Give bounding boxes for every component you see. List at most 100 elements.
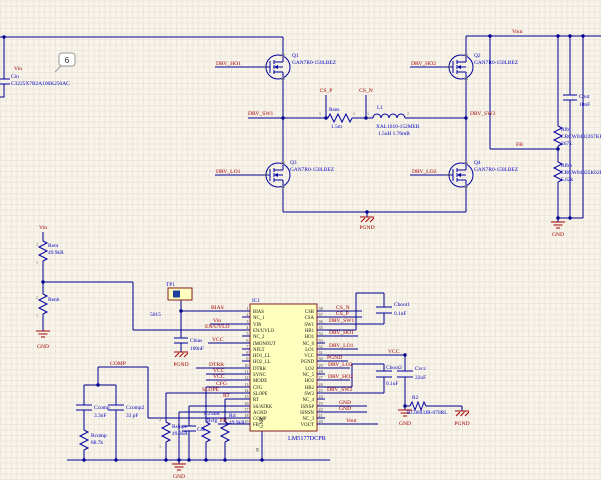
- net-label-vcc-pin11[interactable]: VCC: [213, 368, 225, 374]
- power-label-pgnd-main[interactable]: PGND: [359, 225, 374, 231]
- net-label-vin-top[interactable]: Vin: [14, 66, 22, 72]
- net-label-cs-n[interactable]: CS_N: [359, 88, 373, 94]
- power-stage-wires[interactable]: [0, 35, 601, 222]
- net-label-fb-divider[interactable]: FB: [516, 142, 523, 148]
- net-label-cfg[interactable]: CFG: [216, 381, 227, 387]
- cout-capacitor[interactable]: [563, 94, 577, 101]
- r2-resistor[interactable]: [409, 400, 427, 412]
- net-label-drv-lo2[interactable]: DRV_LO2: [412, 169, 437, 175]
- ic-pin-num-27: 27: [319, 375, 323, 380]
- cbias-capacitor[interactable]: [174, 337, 188, 344]
- net-label-drv-ho1[interactable]: DRV_HO1: [216, 61, 241, 67]
- ic-pin-num-2: 2: [246, 312, 248, 317]
- compile-mask-balloon[interactable]: 6: [54, 52, 76, 73]
- power-label-vin-mid[interactable]: Vin: [39, 225, 47, 231]
- net-label-vcc-pin6[interactable]: VCC: [212, 337, 224, 343]
- net-label-en-uvlo[interactable]: EN/UVLO: [205, 324, 230, 330]
- net-label-vout-rail[interactable]: Vout: [512, 29, 523, 35]
- net-label-cs-n-pin38[interactable]: CS_N: [336, 305, 350, 311]
- ic-pin-name-lo1: LO1: [305, 348, 314, 353]
- rfbt-resistor[interactable]: [552, 125, 564, 147]
- net-label-cs-p[interactable]: CS_P: [320, 88, 333, 94]
- power-label-pgnd-cbias[interactable]: PGND: [173, 362, 188, 368]
- power-label-vcc-pin31[interactable]: VCC: [388, 349, 400, 355]
- q4-gan-fet[interactable]: [447, 161, 474, 189]
- designator-tp1: TP1: [166, 282, 175, 288]
- power-label-gnd-divider[interactable]: GND: [552, 232, 564, 238]
- net-label-dtrk[interactable]: DTRK: [209, 362, 224, 368]
- l1-inductor[interactable]: [372, 113, 406, 119]
- net-label-pgnd-pin30[interactable]: PGND: [327, 355, 342, 361]
- ic-pin-name-ho1-ll: HO1_LL: [253, 354, 271, 359]
- rent-resistor[interactable]: [37, 240, 49, 262]
- net-label-fb-pin19[interactable]: FB: [220, 418, 227, 424]
- ic-pin-num-39: 39: [255, 448, 260, 452]
- q3-gan-fet[interactable]: [264, 161, 291, 189]
- junction-dot: [177, 458, 181, 462]
- ic-pin-name-nc-2: NC_2: [253, 335, 265, 340]
- designator-renb: Renb: [48, 297, 60, 303]
- cboot2-capacitor[interactable]: [376, 370, 392, 378]
- net-label-drv-lo1-pin32[interactable]: DRV_LO1: [329, 343, 354, 349]
- ic-right-wires[interactable]: [325, 292, 463, 425]
- css-capacitor[interactable]: [182, 425, 196, 432]
- net-label-bias[interactable]: BIAS: [211, 305, 224, 311]
- rsns-resistor[interactable]: [327, 112, 353, 124]
- enable-divider-wires[interactable]: [42, 232, 242, 331]
- cboot1-capacitor[interactable]: [376, 306, 392, 314]
- ic-pin-name-nc-4: NC_4: [303, 398, 315, 403]
- power-label-gnd-r2[interactable]: GND: [399, 421, 411, 427]
- net-label-gnd-pin23[interactable]: GND: [339, 400, 351, 406]
- gan-fets[interactable]: [264, 53, 474, 189]
- net-label-drv-lo1[interactable]: DRV_LO1: [216, 169, 241, 175]
- ic-pin-name-agnd: AGND: [253, 411, 267, 416]
- junction-dot: [403, 404, 407, 408]
- cvcc-capacitor[interactable]: [397, 370, 413, 378]
- power-label-pgnd-r2[interactable]: PGND: [454, 421, 469, 427]
- rslope-resistor[interactable]: [160, 421, 172, 443]
- ccomp-capacitor[interactable]: [76, 404, 92, 411]
- net-label-drv-sw1-pin36[interactable]: DRV_SW1: [329, 318, 355, 324]
- net-label-drv-sw2[interactable]: DRV_SW2: [470, 111, 496, 117]
- q1-gan-fet[interactable]: [264, 53, 291, 81]
- net-label-vin-pin3[interactable]: Vin: [213, 318, 221, 324]
- ccomp2-capacitor[interactable]: [108, 404, 124, 411]
- net-label-rt[interactable]: RT: [223, 393, 230, 399]
- net-label-slope[interactable]: SLOPE: [202, 387, 220, 393]
- net-label-drv-sw1[interactable]: DRV_SW1: [248, 111, 274, 117]
- designator-l1: L1: [377, 105, 383, 111]
- ic1-component[interactable]: [249, 303, 318, 432]
- renb-resistor[interactable]: [37, 293, 49, 315]
- net-label-comp[interactable]: COMP: [110, 361, 126, 367]
- q2-gan-fet[interactable]: [447, 53, 474, 81]
- net-label-drv-sw2-pin25[interactable]: DRV_SW2: [327, 387, 353, 393]
- net-label-drv-lo2-pin29[interactable]: DRV_LO2: [328, 362, 353, 368]
- net-label-gnd-pin22[interactable]: GND: [339, 406, 351, 412]
- net-label-vout-pin20[interactable]: Vout: [346, 418, 357, 424]
- cin-capacitor[interactable]: [0, 78, 10, 85]
- junction-dot: [556, 216, 560, 220]
- ic-pin-name-vcc: VCC: [304, 354, 314, 359]
- rcomp-resistor[interactable]: [78, 429, 90, 451]
- ic-pin-name-bias: BIAS: [253, 310, 264, 315]
- net-label-drv-ho1-pin34[interactable]: DRV_HO1: [329, 330, 354, 336]
- rfbb-resistor[interactable]: [552, 161, 564, 183]
- net-label-drv-ho2[interactable]: DRV_HO2: [411, 61, 436, 67]
- pgnd-symbol: [455, 410, 470, 417]
- net-label-vcc-pin12[interactable]: VCC: [213, 374, 225, 380]
- rrt-resistor[interactable]: [219, 421, 231, 443]
- tp1-testpoint[interactable]: [167, 287, 193, 301]
- power-label-gnd-left[interactable]: GND: [37, 344, 49, 350]
- net-label-drv-ho2-pin27[interactable]: DRV_HO2: [328, 374, 353, 380]
- pin-end-marker: [281, 185, 285, 189]
- pin2-renb: 2: [36, 295, 38, 300]
- designator-rslope: Rslope: [172, 424, 188, 430]
- gnd-symbols[interactable]: [36, 216, 565, 471]
- designator-rcomp: Rcomp: [91, 433, 107, 439]
- rcfg-resistor[interactable]: [200, 421, 212, 443]
- net-label-cs-p-pin37[interactable]: CS_P: [336, 311, 349, 317]
- power-label-gnd-bottom[interactable]: GND: [173, 474, 185, 480]
- ic-pin-name-vin: VIN: [253, 323, 262, 328]
